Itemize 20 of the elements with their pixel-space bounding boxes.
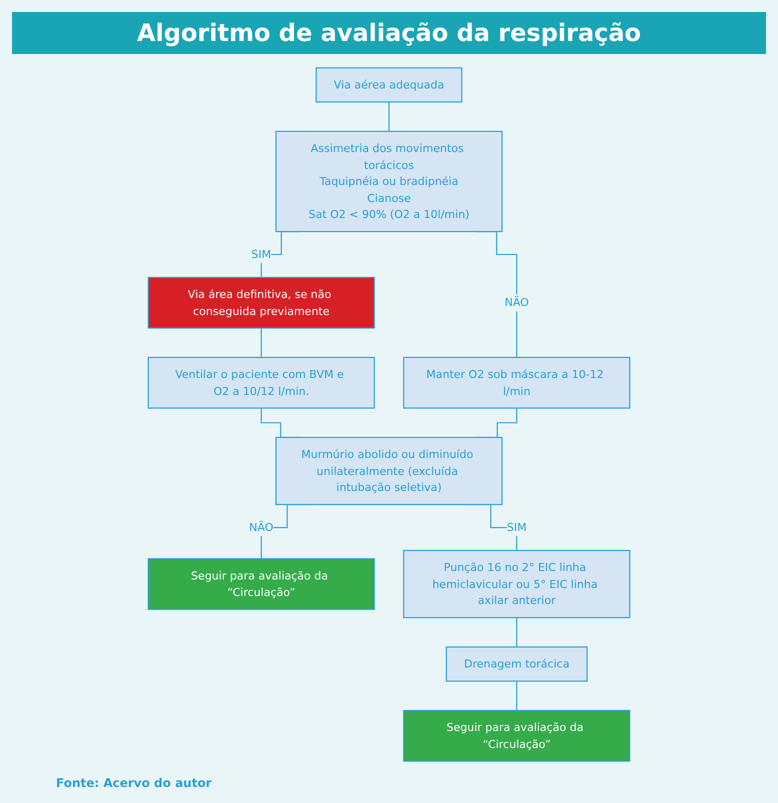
connector	[516, 680, 518, 712]
node-box: Seguir para avaliação da “Circulação”	[148, 558, 375, 610]
edge-label: SIM	[506, 520, 527, 534]
connector	[260, 328, 262, 358]
node-box: Punção 16 no 2° EIC linha hemiclavicular ou 5° EIC linha axilar anterior	[403, 550, 630, 618]
node-box: Via aérea adequada	[316, 67, 462, 103]
node-box: Murmúrio abolido ou diminuído unilateralmente (excluída intubação seletiva)	[275, 436, 503, 506]
edge-label: SIM	[251, 248, 272, 261]
edge-label: NÃO	[249, 520, 274, 534]
title-banner: Algoritmo de avaliação da respiração	[12, 12, 766, 54]
caption: Fonte: Acervo do autor	[56, 776, 212, 790]
node-box: Seguir para avaliação da “Circulação”	[403, 710, 630, 762]
node-box: Assimetria dos movimentos torácicos Taquipnéia ou bradipnéia Cianose Sat O2 < 90% (O2 a 10l/min)	[275, 130, 503, 232]
edge-label: NÃO	[504, 296, 529, 310]
node-box: Via área definitiva, se não conseguida previamente	[148, 276, 375, 329]
node-box: Manter O2 sob máscara a 10-12 l/min	[403, 356, 630, 409]
connector	[388, 101, 390, 132]
connector	[516, 617, 518, 648]
node-box: Ventilar o paciente com BVM e O2 a 10/12 l/min.	[148, 356, 375, 409]
node-box: Drenagem torácica	[446, 646, 588, 682]
